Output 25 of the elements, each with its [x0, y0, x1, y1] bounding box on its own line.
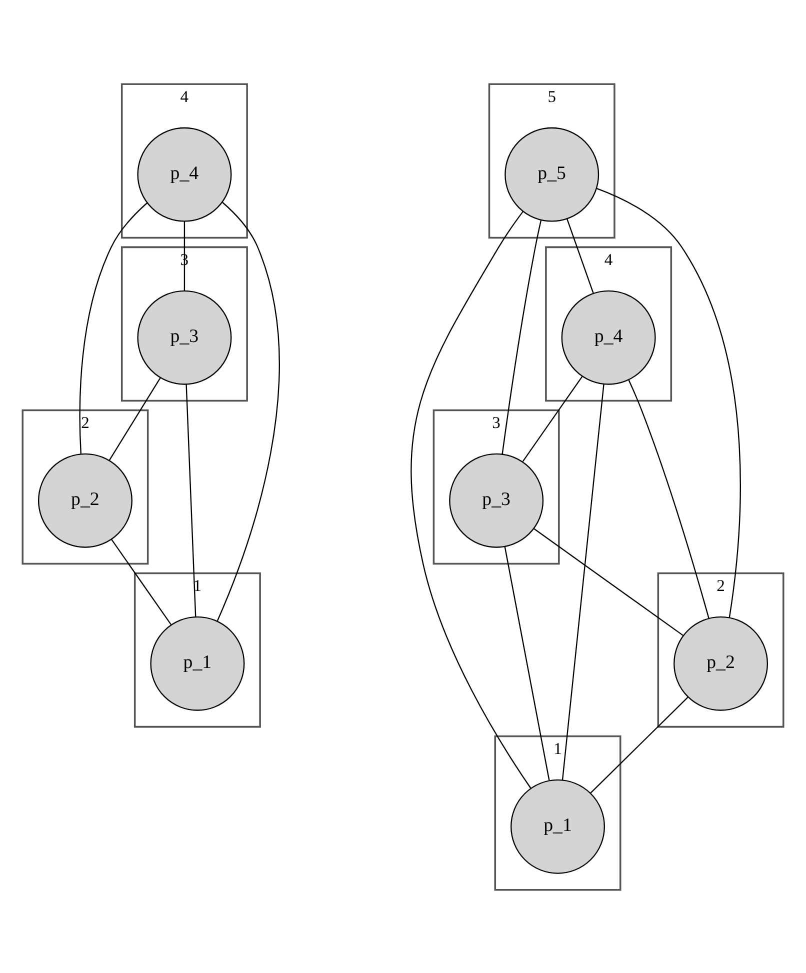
node-circle: p_1 [510, 778, 605, 874]
connector [186, 384, 196, 616]
connector [562, 384, 604, 780]
node-circle: p_2 [38, 452, 132, 548]
connector [410, 210, 532, 788]
node-circle: p_4 [561, 290, 656, 384]
connector [596, 187, 741, 618]
node-circle: p_3 [449, 452, 544, 548]
connector [216, 201, 280, 621]
connector [628, 379, 710, 618]
node-circle: p_5 [504, 126, 600, 222]
connector [504, 546, 550, 780]
connector [534, 528, 684, 636]
connector [108, 376, 161, 460]
node-circle: p_2 [674, 616, 768, 710]
connector [111, 538, 172, 624]
node-circle: p_1 [150, 616, 245, 710]
connector [79, 202, 148, 454]
connector [566, 218, 594, 293]
connector [184, 220, 186, 290]
connector [502, 220, 542, 454]
node-circle: p_3 [137, 290, 232, 384]
connector [590, 696, 688, 793]
connector [522, 376, 583, 462]
node-circle: p_4 [137, 126, 232, 222]
